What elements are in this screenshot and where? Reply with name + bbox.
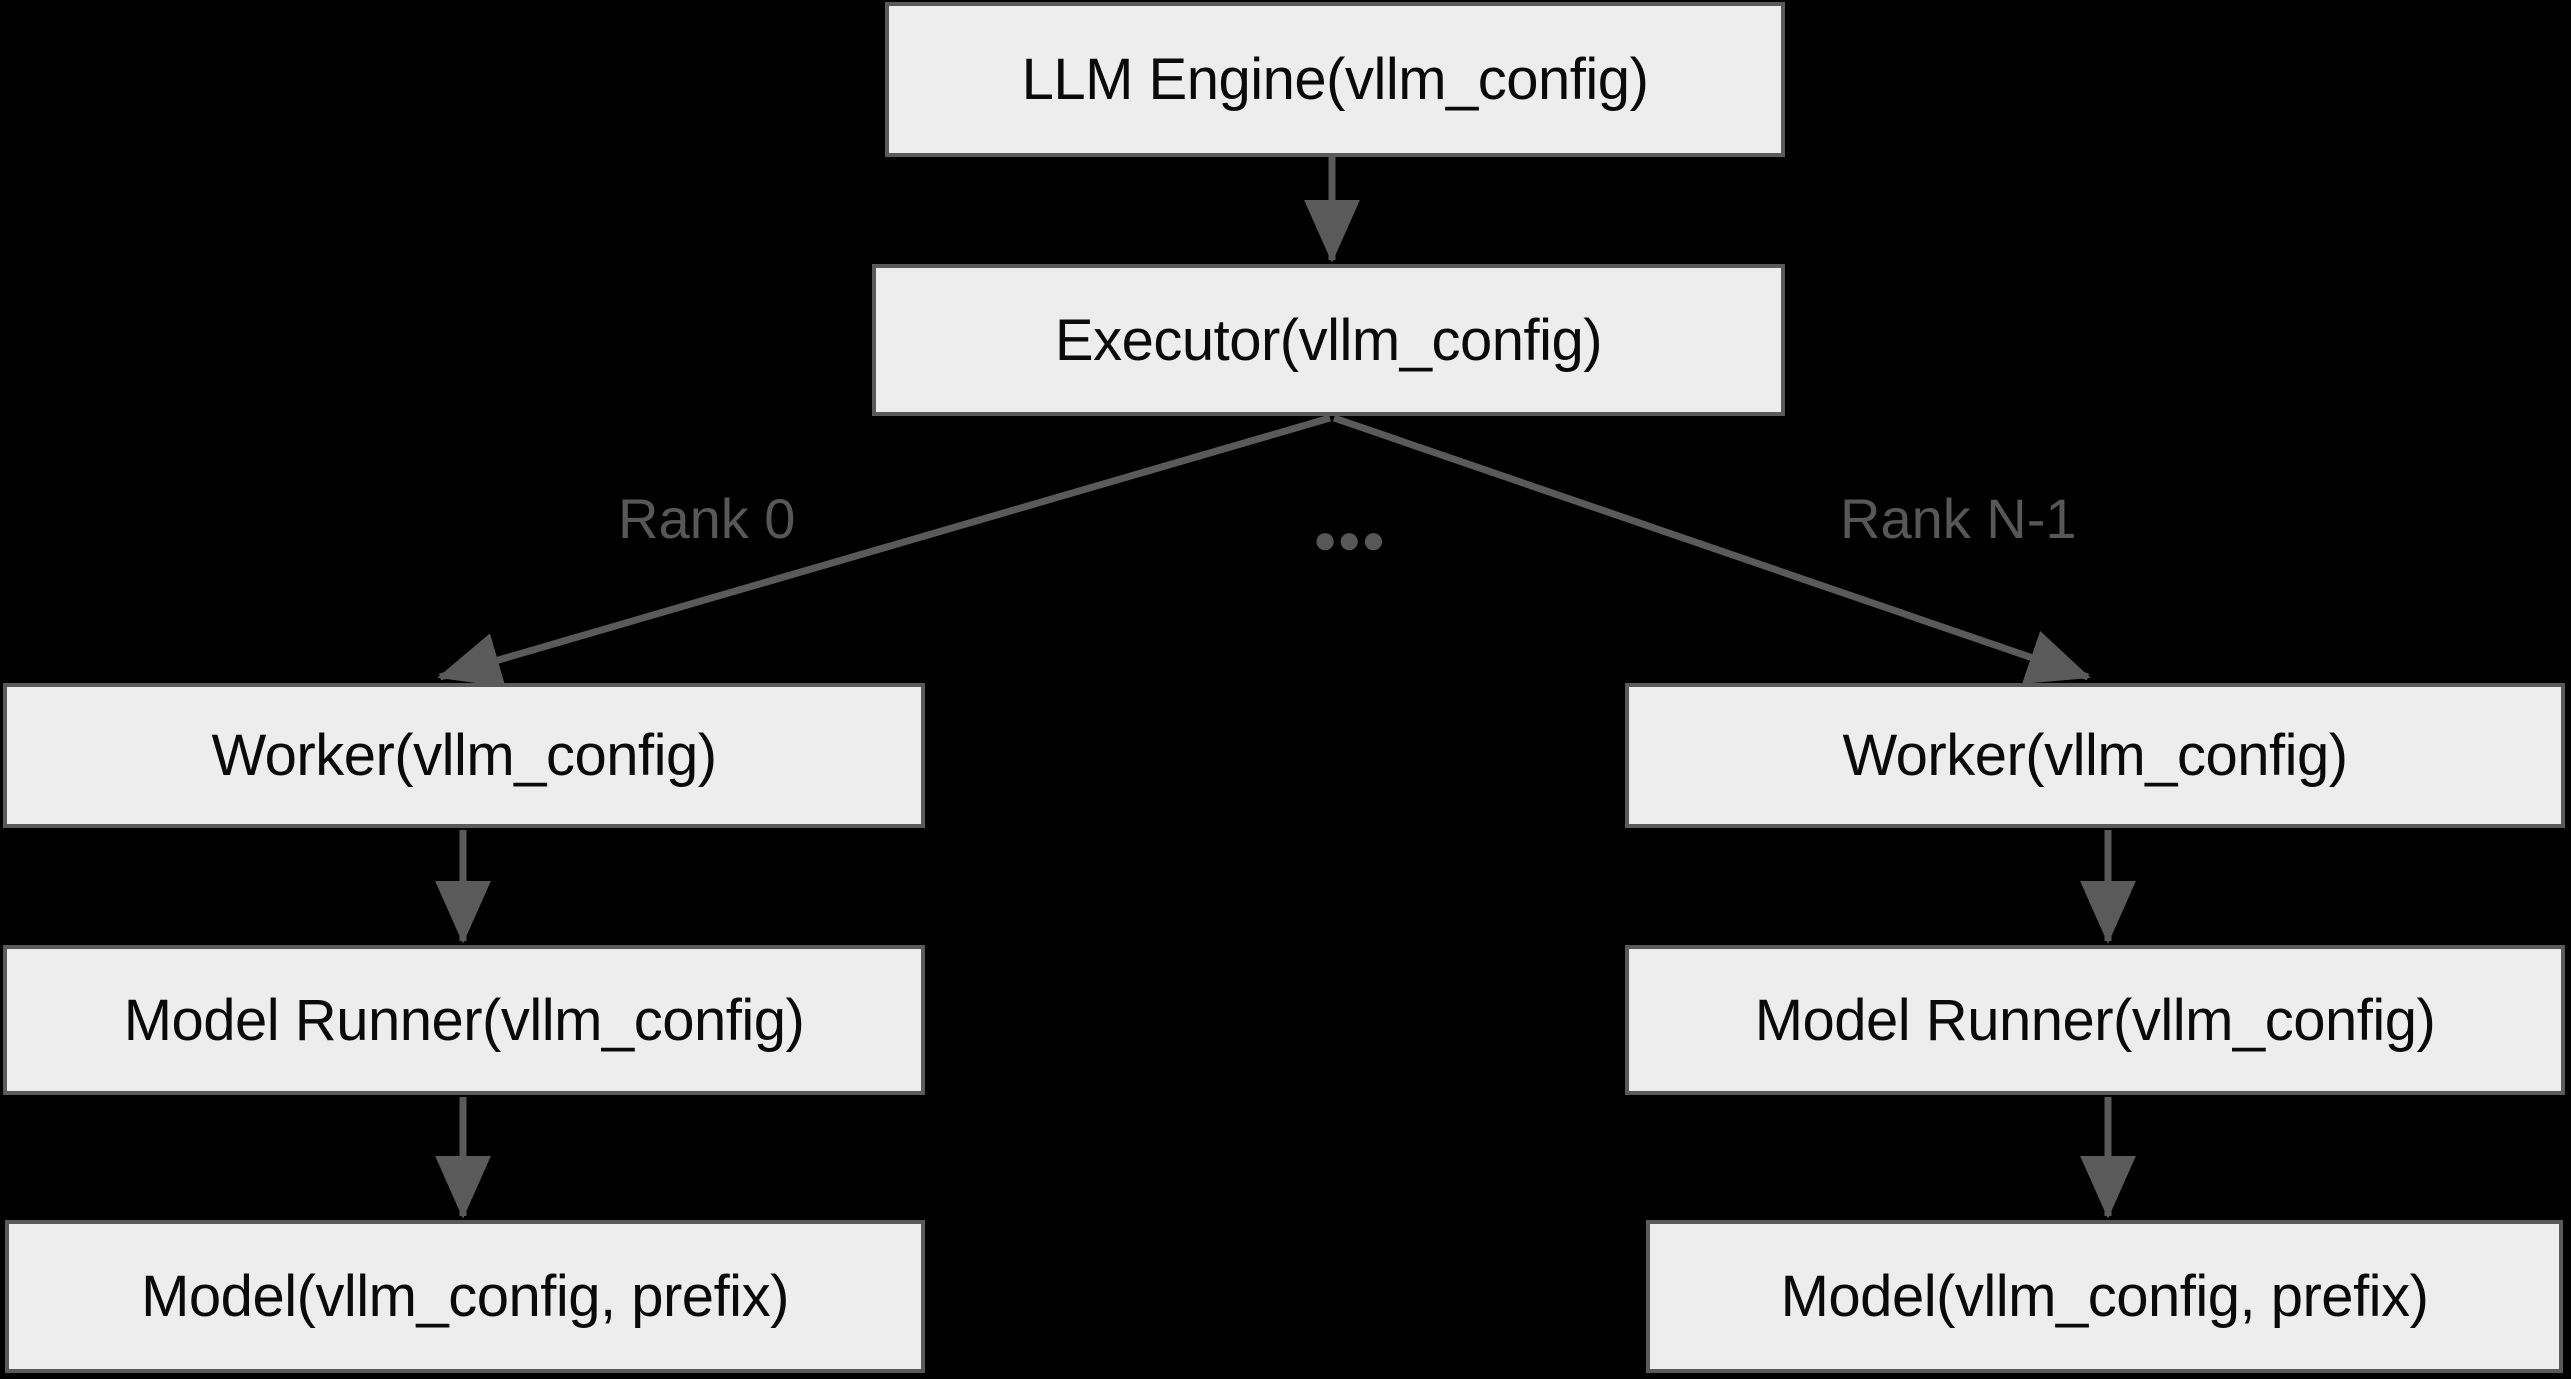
node-llm-engine[interactable]: LLM Engine(vllm_config) [885,2,1785,157]
node-model-runner-rank-n[interactable]: Model Runner(vllm_config) [1625,945,2565,1095]
node-worker-rank-n[interactable]: Worker(vllm_config) [1625,683,2565,828]
node-worker-rank-0[interactable]: Worker(vllm_config) [3,683,925,828]
edge-label-rank-0: Rank 0 [618,487,796,550]
edge-executor-to-worker-0 [437,414,1331,688]
node-model-rank-0[interactable]: Model(vllm_config, prefix) [5,1220,925,1373]
node-executor[interactable]: Executor(vllm_config) [872,264,1785,416]
edge-label-rank-n: Rank N-1 [1840,487,2077,550]
node-model-runner-rank-0[interactable]: Model Runner(vllm_config) [3,945,925,1095]
node-model-rank-n[interactable]: Model(vllm_config, prefix) [1646,1220,2563,1373]
edge-label-ellipsis: ●●● [1313,518,1386,562]
